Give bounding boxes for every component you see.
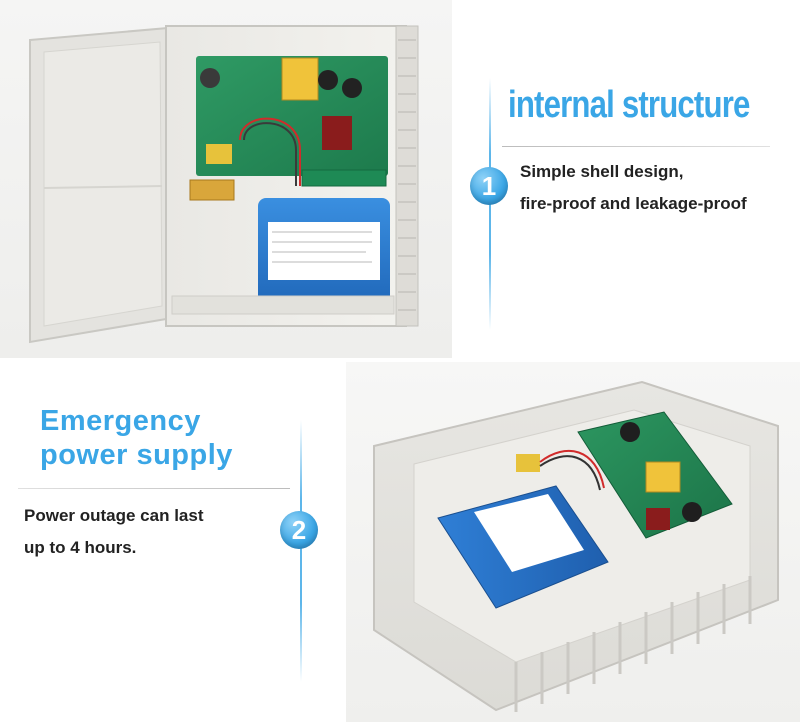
power-supply-box-interior-photo [346,362,800,722]
section-1-title: internal structure [508,84,750,126]
section-1-divider [502,146,770,147]
section-2-line-2: up to 4 hours. [24,538,137,557]
number-badge-1: 1 [470,167,508,205]
section-1-line-2: fire-proof and leakage-proof [520,194,747,213]
section-2-title-line-2: power supply [40,439,233,471]
section-2-description: Power outage can last up to 4 hours. [24,500,204,564]
section-2-title: Emergency power supply [40,404,233,472]
number-badge-2: 2 [280,511,318,549]
section-2-line-1: Power outage can last [24,506,204,525]
section-1-description: Simple shell design, fire-proof and leak… [520,156,747,220]
section-2-divider [18,488,290,489]
section-2-accent-line [300,420,302,682]
section-2-title-line-1: Emergency [40,405,201,437]
power-supply-box-open-photo [0,0,452,358]
section-1-line-1: Simple shell design, [520,162,684,181]
